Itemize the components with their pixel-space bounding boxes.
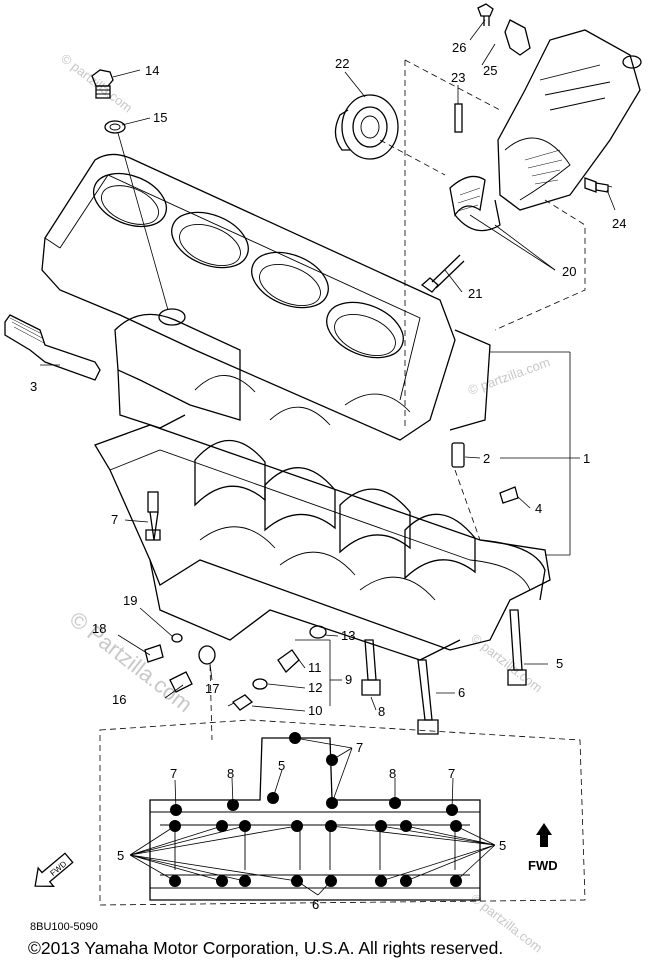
fwd-outline-arrow-icon <box>34 852 74 887</box>
watermark-main: © Partzilla.com <box>65 606 197 717</box>
callout-24: 24 <box>612 216 626 231</box>
part-21-bolt <box>420 254 465 293</box>
fwd-arrow-icon <box>536 823 552 847</box>
inset-callout-7-right: 7 <box>448 766 455 781</box>
callout-3: 3 <box>30 379 37 394</box>
inset-callout-6: 6 <box>312 897 319 912</box>
part-16-bolt <box>169 671 193 693</box>
part-3-plate <box>4 314 101 381</box>
leader-lines <box>40 19 616 741</box>
part-15-washer <box>104 120 126 134</box>
callout-2: 2 <box>483 451 490 466</box>
part-14-drain-plug <box>91 69 114 99</box>
part-13-washer <box>309 625 327 639</box>
part-6-bolt <box>417 659 439 735</box>
watermark-mid: © partzilla.com <box>468 631 545 696</box>
diagram-code: 8BU100-5090 <box>30 921 98 933</box>
callout-9: 9 <box>345 672 352 687</box>
part-19-washer <box>171 633 183 643</box>
part-10-fitting <box>227 694 254 711</box>
callout-22: 22 <box>335 56 349 71</box>
upper-crankcase <box>41 153 491 441</box>
callout-26: 26 <box>452 40 466 55</box>
callout-21: 21 <box>468 286 482 301</box>
part-2-dowel <box>451 442 465 468</box>
callout-6: 6 <box>458 685 465 700</box>
callout-19: 19 <box>123 593 137 608</box>
callout-labels: 14 15 22 23 25 26 24 20 21 3 2 1 4 7 19 … <box>30 40 626 912</box>
callout-15: 15 <box>153 110 167 125</box>
callout-8: 8 <box>378 704 385 719</box>
part-12-oring <box>252 678 268 690</box>
part-20-bearing-halves <box>449 175 501 232</box>
fwd-label: FWD <box>528 858 558 873</box>
part-17-washer <box>198 645 216 665</box>
inset-callout-8-right: 8 <box>389 766 396 781</box>
callout-5: 5 <box>556 656 563 671</box>
callout-25: 25 <box>483 63 497 78</box>
callout-23: 23 <box>451 70 465 85</box>
inset-callout-7-top: 7 <box>356 740 363 755</box>
callout-20: 20 <box>562 264 576 279</box>
watermark-right: © partzilla.com <box>466 354 552 398</box>
part-8-bolt <box>361 639 381 696</box>
part-cover-assembly <box>497 29 642 211</box>
callout-14: 14 <box>145 63 159 78</box>
part-18-bolt <box>144 644 164 663</box>
callout-4: 4 <box>535 501 542 516</box>
callout-18: 18 <box>92 621 106 636</box>
part-22-bearing <box>334 94 399 160</box>
callout-10: 10 <box>308 703 322 718</box>
callout-13: 13 <box>341 628 355 643</box>
part-11-fitting <box>277 649 300 673</box>
inset-bolt-dots <box>169 732 462 887</box>
copyright-text: ©2013 Yamaha Motor Corporation, U.S.A. A… <box>28 938 504 958</box>
inset-callout-8-left: 8 <box>227 766 234 781</box>
inset-bottom-view <box>99 719 586 906</box>
inset-callout-7-left: 7 <box>170 766 177 781</box>
lower-crankcase <box>94 424 551 661</box>
fwd-outline-arrow: FWD <box>34 852 74 887</box>
watermark-top: © partzilla.com <box>58 51 135 116</box>
inset-callout-5-left: 5 <box>117 848 124 863</box>
inset-callout-5-top: 5 <box>278 758 285 773</box>
part-7-bolt <box>145 491 161 541</box>
callout-12: 12 <box>308 680 322 695</box>
callout-1: 1 <box>583 451 590 466</box>
part-23-pin <box>454 103 463 133</box>
callout-16: 16 <box>112 692 126 707</box>
part-4-fitting <box>499 486 519 504</box>
part-5-bolt <box>507 609 527 686</box>
part-26-screw <box>477 3 494 26</box>
part-24-bolt <box>584 177 613 193</box>
callout-11: 11 <box>308 660 322 675</box>
inset-callout-5-right: 5 <box>499 838 506 853</box>
callout-17: 17 <box>205 681 219 696</box>
part-25-bracket <box>504 19 531 56</box>
callout-7: 7 <box>111 512 118 527</box>
